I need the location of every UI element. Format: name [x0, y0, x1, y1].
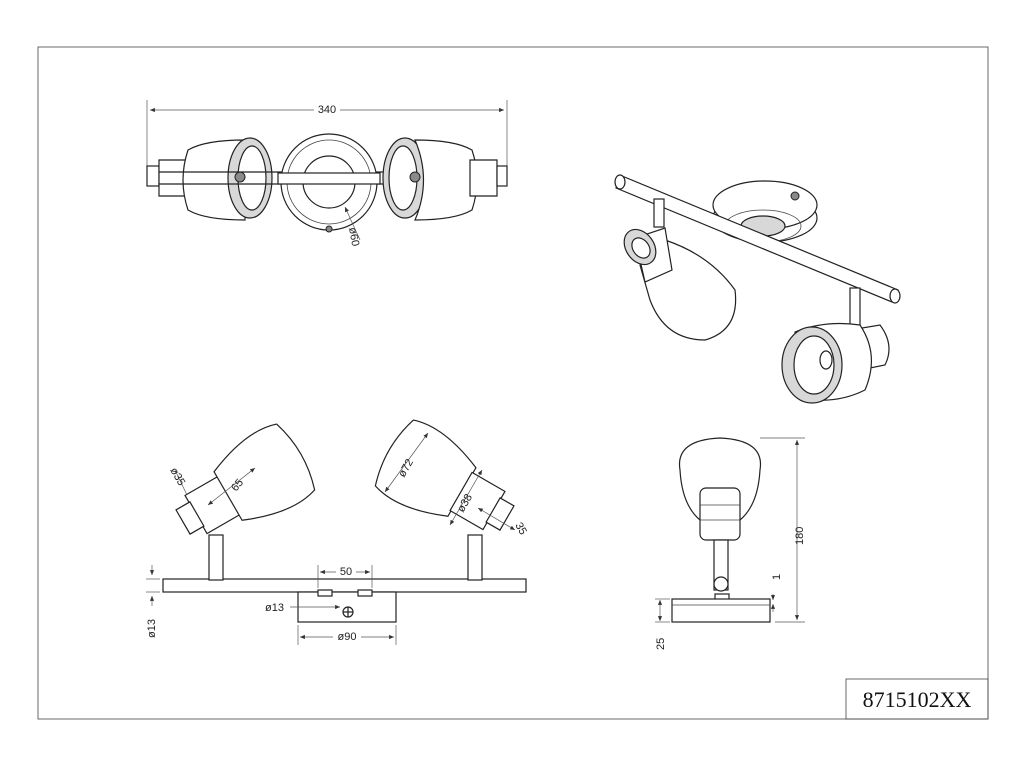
dim-spacing-label: 50 [340, 566, 352, 578]
dim-base-hole-label: ø13 [265, 602, 284, 614]
title-block [845, 678, 989, 720]
side-view: 180 1 25 [655, 437, 806, 650]
dim-bar-label: ø13 [146, 619, 158, 638]
front-view: ø13 ø35 65 ø72 ø38 35 [146, 419, 529, 645]
side-base [671, 598, 771, 623]
top-right-shade [414, 139, 478, 221]
front-bar [162, 578, 527, 593]
dim-length-label: 340 [318, 104, 336, 116]
top-view: 340 ø60 [146, 100, 508, 247]
dim-gap-label: 1 [771, 574, 783, 580]
dim-line-canopy [344, 206, 361, 241]
dim-canopy-label: ø60 [346, 226, 361, 247]
dim-height-label: 180 [794, 527, 806, 545]
dim-left-dia-label: ø35 [167, 466, 187, 488]
top-left-shade [182, 139, 246, 221]
product-code: 8715102XX [863, 687, 972, 712]
dim-base-height-label: 25 [655, 638, 667, 650]
dim-base-label: ø90 [338, 631, 357, 643]
isometric-view [614, 174, 901, 404]
drawing-frame [37, 46, 989, 720]
dim-socket-len-label: 35 [512, 521, 529, 538]
